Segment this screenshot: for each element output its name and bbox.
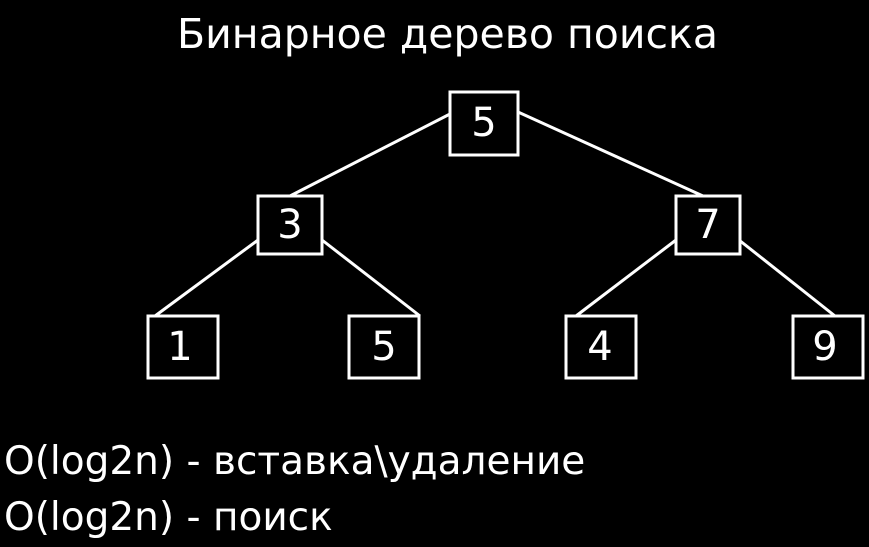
tree-node-left-right-value: 5 [371,324,396,370]
edge-left-leftleft [154,238,259,318]
slide-title: Бинарное дерево поиска [177,10,718,58]
edge-right-rightleft [575,238,677,318]
tree-node-left-value: 3 [277,202,302,248]
tree-node-left-left-value: 1 [167,324,192,370]
edge-left-leftright [321,238,421,318]
tree-node-right-right: 9 [791,314,865,380]
tree-node-right-left-value: 4 [587,324,612,370]
complexity-search: O(log2n) - поиск [4,495,333,540]
complexity-insert-delete: O(log2n) - вставка\удаление [4,439,586,484]
tree-node-right-value: 7 [695,202,720,248]
edge-root-right [517,110,704,198]
tree-node-root: 5 [448,90,520,157]
tree-node-right: 7 [674,194,742,256]
edge-right-rightright [738,238,836,318]
tree-node-left-right: 5 [347,314,421,380]
edge-root-left [289,112,451,198]
tree-node-left: 3 [256,194,324,256]
tree-node-root-value: 5 [471,100,496,146]
tree-node-left-left: 1 [146,314,220,380]
tree-node-right-right-value: 9 [812,324,837,370]
tree-node-right-left: 4 [564,314,638,380]
